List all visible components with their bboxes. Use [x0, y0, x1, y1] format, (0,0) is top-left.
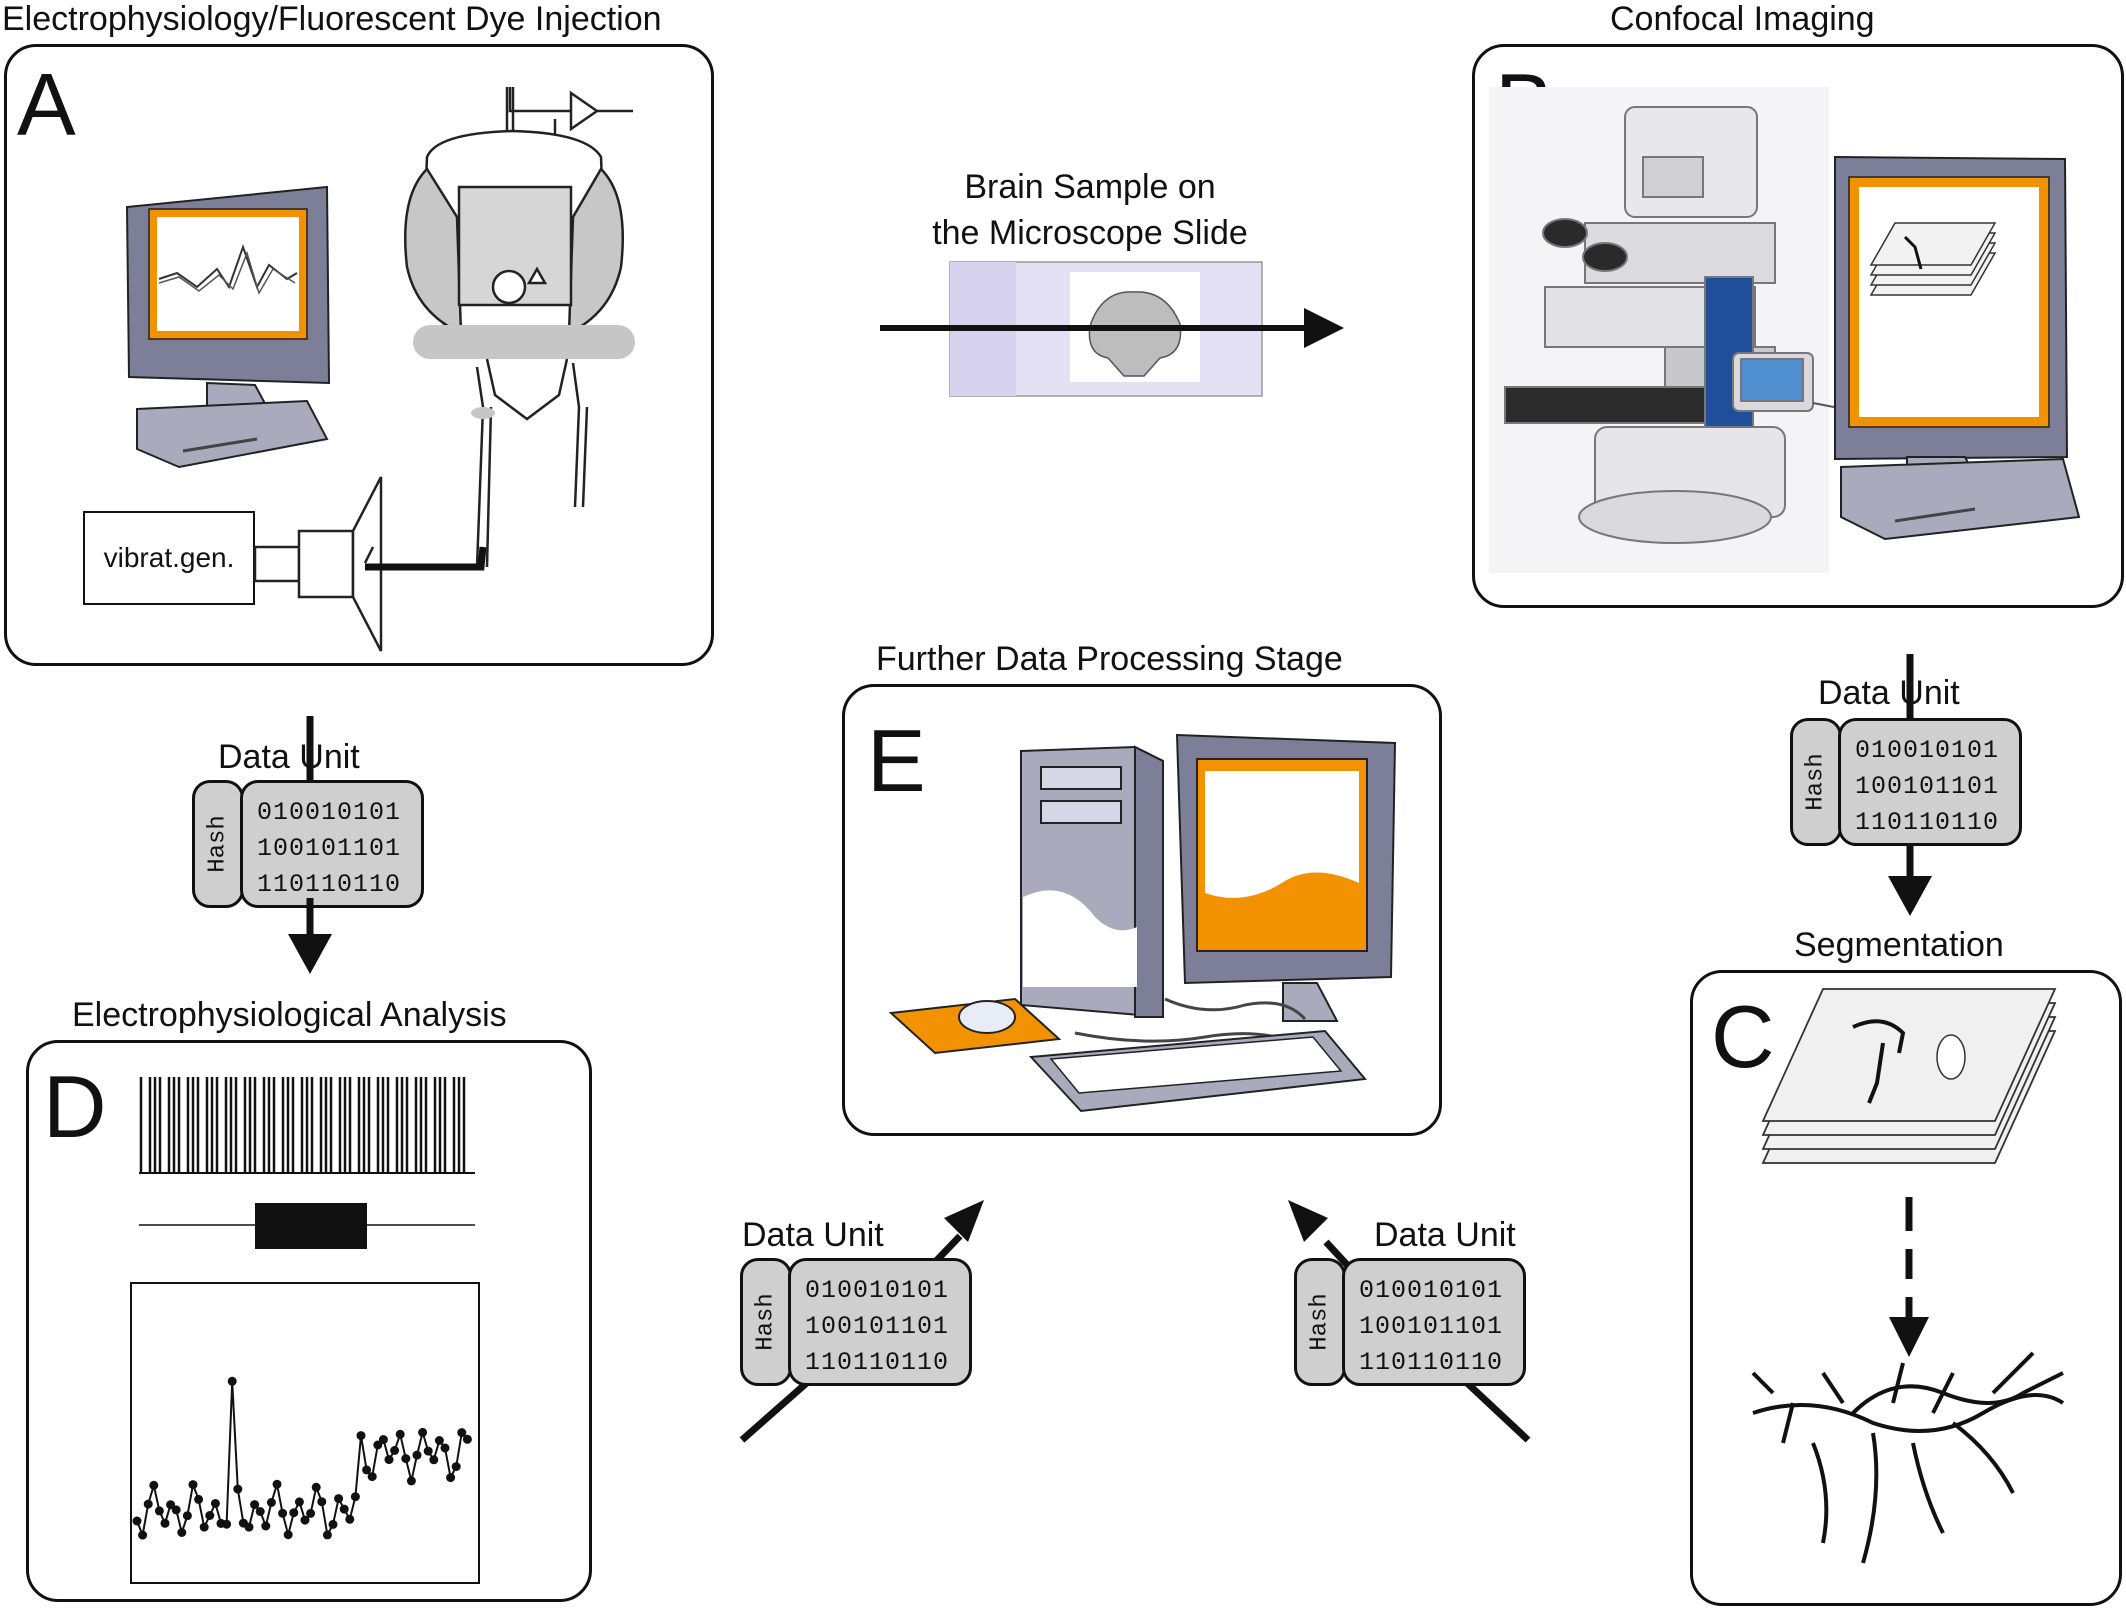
data-unit-title: Data Unit: [1818, 674, 1960, 712]
spike-train: [139, 1077, 466, 1173]
computer-monitor-icon: [125, 185, 331, 469]
segmented-neuron: [1751, 1351, 2065, 1564]
segmentation-illustration: [1751, 988, 2065, 1564]
panel-e: E: [842, 684, 1442, 1136]
computer-monitor-icon: [1834, 155, 2081, 541]
panel-b-title: Confocal Imaging: [1610, 0, 1875, 38]
vibration-generator-box: vibrat.gen.: [83, 511, 255, 605]
stimulus-block: [255, 1203, 367, 1249]
panel-d-letter: D: [43, 1057, 107, 1156]
arrow-a-to-d: [288, 716, 332, 974]
segmentation-arrow: [1889, 1317, 1929, 1357]
panel-e-letter: E: [867, 711, 926, 810]
data-unit-title: Data Unit: [218, 738, 360, 776]
panel-b: B: [1472, 44, 2124, 608]
panel-d: D: [26, 1040, 592, 1602]
image-stack: [1761, 988, 2057, 1164]
analysis-plot-series: [132, 1376, 472, 1540]
data-unit-title: Data Unit: [742, 1216, 884, 1254]
hash-badge: Hash: [192, 780, 244, 908]
slide-caption-line2: the Microscope Slide: [932, 214, 1248, 252]
panel-d-title: Electrophysiological Analysis: [72, 996, 507, 1034]
slide-caption: Brain Sample on the Microscope Slide: [880, 164, 1300, 256]
data-unit-title: Data Unit: [1374, 1216, 1516, 1254]
slide-caption-line1: Brain Sample on: [964, 168, 1216, 206]
insect-head-illustration: [404, 129, 635, 568]
electrophysiology-setup-illustration: [125, 87, 635, 652]
hash-badge: Hash: [1790, 718, 1842, 846]
workstation-illustration: [888, 733, 1397, 1113]
hash-badge: Hash: [1294, 1258, 1346, 1386]
panel-e-title: Further Data Processing Stage: [876, 640, 1343, 678]
panel-c-letter: C: [1711, 987, 1775, 1086]
microscope-icon: [1504, 106, 1814, 544]
confocal-microscope-illustration: [1489, 87, 2081, 573]
speaker-icon: [253, 476, 383, 652]
hash-badge: Hash: [740, 1258, 792, 1386]
microscope-slide-illustration: [880, 261, 1344, 397]
computer-monitor-icon: [1175, 733, 1397, 1022]
analysis-plot-frame: [130, 1282, 480, 1584]
panel-c-title: Segmentation: [1794, 926, 2004, 964]
mouse-icon: [958, 1000, 1016, 1034]
stimulus-cable: [365, 546, 487, 571]
computer-tower-icon: [1020, 745, 1164, 1019]
panel-a-title: Electrophysiology/Fluorescent Dye Inject…: [2, 0, 662, 38]
panel-c: C: [1690, 970, 2122, 1606]
panel-a-letter: A: [17, 55, 76, 154]
panel-a: A vibrat.gen.: [4, 44, 714, 666]
spike-train-and-plot: [130, 1077, 480, 1584]
